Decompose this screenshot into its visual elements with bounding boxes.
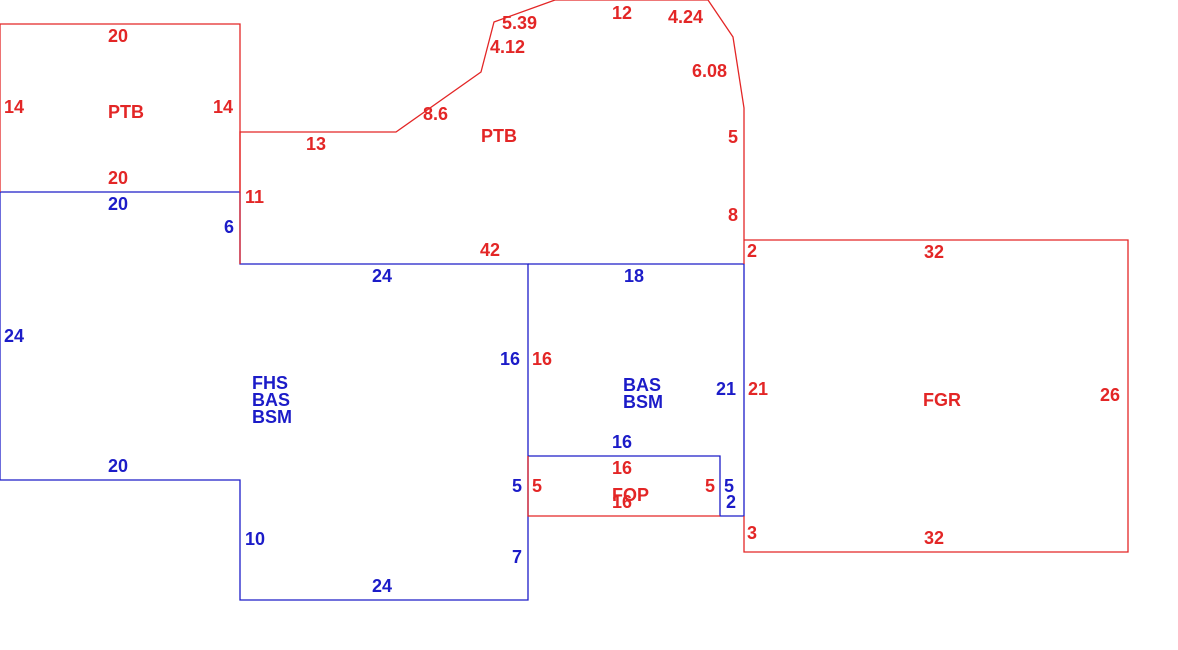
dim-label: 10 bbox=[245, 529, 265, 549]
area-label-bsm-main: BSM bbox=[252, 407, 292, 427]
dim-label: 16 bbox=[532, 349, 552, 369]
dim-label: 18 bbox=[624, 266, 644, 286]
area-label-bsm-right: BSM bbox=[623, 392, 663, 412]
dim-label: 5.39 bbox=[502, 13, 537, 33]
dim-label: 2 bbox=[747, 241, 757, 261]
dim-label: 2 bbox=[726, 492, 736, 512]
ptb-top-outline bbox=[239, 0, 745, 264]
garage-outline bbox=[743, 239, 1129, 553]
dim-label: 26 bbox=[1100, 385, 1120, 405]
dim-label: 11 bbox=[245, 187, 264, 207]
dim-label: 16 bbox=[612, 492, 632, 512]
dim-label: 24 bbox=[372, 576, 392, 596]
dim-label: 14 bbox=[213, 97, 233, 117]
dim-label: 20 bbox=[108, 194, 128, 214]
dim-label: 12 bbox=[612, 3, 632, 23]
dim-label: 32 bbox=[924, 528, 944, 548]
porch-outline bbox=[527, 456, 720, 517]
dim-label: 16 bbox=[612, 458, 632, 478]
dim-label: 5 bbox=[532, 476, 542, 496]
dim-label: 21 bbox=[716, 379, 736, 399]
dim-label: 6.08 bbox=[692, 61, 727, 81]
main-living-outline bbox=[0, 191, 529, 601]
dim-label: 24 bbox=[4, 326, 24, 346]
dim-label: 42 bbox=[480, 240, 500, 260]
dim-label: 5 bbox=[728, 127, 738, 147]
area-label-fgr: FGR bbox=[923, 390, 961, 410]
area-label-bas-main: BAS bbox=[252, 390, 290, 410]
dim-label: 8 bbox=[728, 205, 738, 225]
dim-label: 13 bbox=[306, 134, 326, 154]
dim-label: 5 bbox=[512, 476, 522, 496]
dim-label: 20 bbox=[108, 168, 128, 188]
dim-label: 21 bbox=[748, 379, 768, 399]
dim-label: 6 bbox=[224, 217, 234, 237]
dim-label: 4.12 bbox=[490, 37, 525, 57]
area-label-fhs: FHS bbox=[252, 373, 288, 393]
dim-label: 8.6 bbox=[423, 104, 448, 124]
dim-label: 14 bbox=[4, 97, 24, 117]
dim-label: 20 bbox=[108, 456, 128, 476]
dim-label: 16 bbox=[500, 349, 520, 369]
dim-label: 32 bbox=[924, 242, 944, 262]
right-living-outline bbox=[528, 263, 745, 517]
dim-label: 16 bbox=[612, 432, 632, 452]
dim-label: 3 bbox=[747, 523, 757, 543]
dim-label: 5 bbox=[705, 476, 715, 496]
ptb-left-outline bbox=[0, 23, 241, 192]
dim-label: 24 bbox=[372, 266, 392, 286]
area-label-ptb-top: PTB bbox=[481, 126, 517, 146]
dim-label: 5 bbox=[724, 476, 734, 496]
area-label-fop: FOP bbox=[612, 485, 649, 505]
area-label-bas-right: BAS bbox=[623, 375, 661, 395]
dim-label: 20 bbox=[108, 26, 128, 46]
area-label-ptb-left: PTB bbox=[108, 102, 144, 122]
dim-label: 4.24 bbox=[668, 7, 703, 27]
dim-label: 7 bbox=[512, 547, 522, 567]
